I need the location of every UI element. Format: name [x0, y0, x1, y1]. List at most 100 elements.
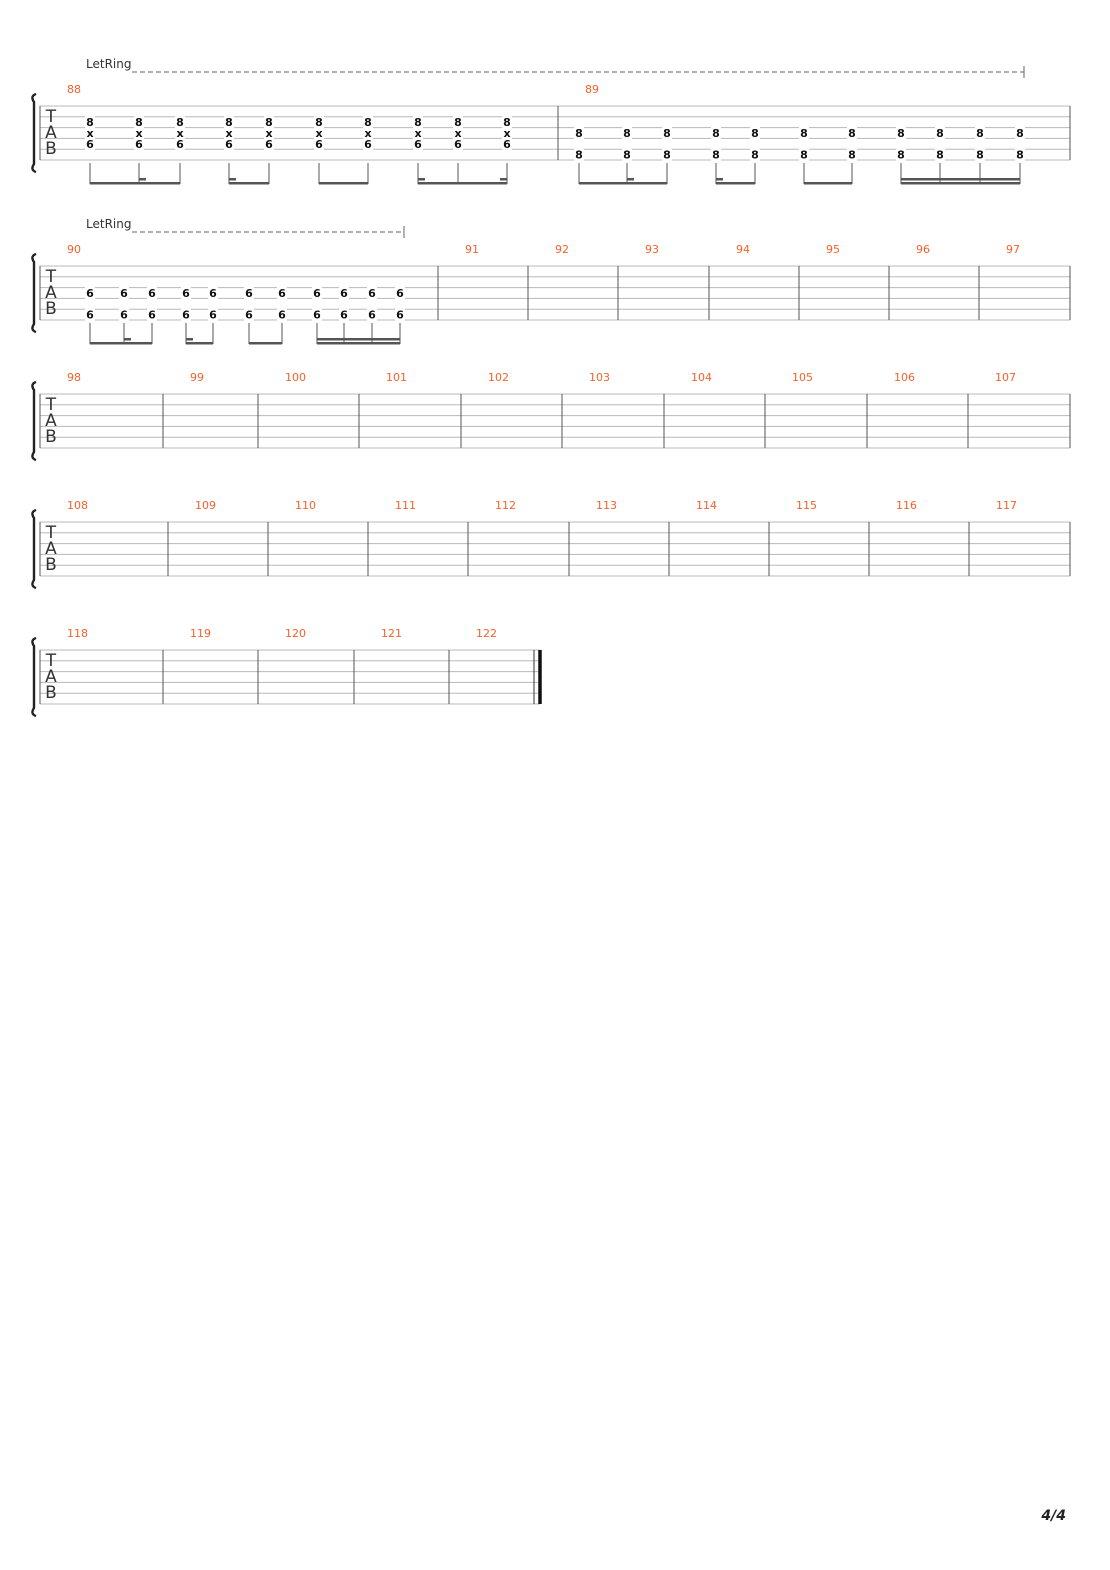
beam	[90, 342, 152, 345]
fret-number: 6	[340, 287, 348, 300]
note-mask	[85, 308, 95, 321]
measure-number: 115	[796, 499, 817, 512]
beam-stub	[716, 178, 723, 181]
note-mask	[134, 137, 144, 150]
measure-number: 121	[381, 627, 402, 640]
measure-number: 92	[555, 243, 569, 256]
fret-number: 6	[148, 287, 156, 300]
measure-number: 116	[896, 499, 917, 512]
fret-number: 8	[176, 116, 184, 129]
beam-stub	[500, 178, 507, 181]
tab-clef-letter: B	[45, 427, 57, 447]
beam	[716, 182, 755, 185]
note-mask	[85, 116, 95, 129]
note-mask	[312, 308, 322, 321]
note-mask	[314, 127, 324, 139]
fret-number: 6	[396, 309, 404, 322]
tab-clef-letter: A	[45, 667, 57, 687]
note-mask	[413, 137, 423, 150]
fret-number: 8	[575, 127, 583, 140]
tab-clef-letter: T	[45, 267, 57, 287]
measure-number: 88	[67, 83, 81, 96]
note-mask	[622, 148, 632, 161]
measure-number: 117	[996, 499, 1017, 512]
note-mask	[208, 308, 218, 321]
fret-number: 8	[936, 127, 944, 140]
beam	[317, 342, 400, 345]
fret-number: 6	[315, 138, 323, 151]
fret-number: 8	[364, 116, 372, 129]
fret-number: 8	[623, 127, 631, 140]
fret-number: 6	[120, 287, 128, 300]
fret-number: 8	[1016, 127, 1024, 140]
beam-stub	[186, 338, 193, 341]
page-number: 4/4	[1041, 1508, 1066, 1524]
note-mask	[367, 308, 377, 321]
note-mask	[395, 308, 405, 321]
measure-number: 113	[596, 499, 617, 512]
note-mask	[662, 127, 672, 139]
tab-clef-letter: B	[45, 139, 57, 159]
note-mask	[339, 308, 349, 321]
dead-note: x	[225, 127, 232, 140]
note-mask	[314, 116, 324, 129]
tab-clef-letter: B	[45, 555, 57, 575]
tab-clef-letter: A	[45, 411, 57, 431]
note-mask	[208, 287, 218, 299]
note-mask	[662, 148, 672, 161]
note-mask	[799, 127, 809, 139]
measure-number: 107	[995, 371, 1016, 384]
fret-number: 6	[209, 309, 217, 322]
note-mask	[502, 127, 512, 139]
measure-number: 91	[465, 243, 479, 256]
beam	[804, 182, 852, 185]
note-mask	[502, 116, 512, 129]
measure-number: 94	[736, 243, 750, 256]
tab-clef-letter: T	[45, 523, 57, 543]
fret-number: 6	[86, 309, 94, 322]
fret-number: 6	[148, 309, 156, 322]
measure-number: 120	[285, 627, 306, 640]
note-mask	[367, 287, 377, 299]
fret-number: 6	[368, 287, 376, 300]
fret-number: 8	[976, 149, 984, 162]
fret-number: 6	[368, 309, 376, 322]
measure-number: 114	[696, 499, 717, 512]
fret-number: 8	[936, 149, 944, 162]
note-mask	[147, 287, 157, 299]
fret-number: 6	[278, 309, 286, 322]
fret-number: 8	[712, 127, 720, 140]
fret-number: 6	[86, 138, 94, 151]
beam-secondary	[317, 338, 400, 341]
note-mask	[622, 127, 632, 139]
tab-score: LetRingTAB888x68x68x68x68x68x68x68x68x68…	[31, 57, 1071, 718]
note-mask	[312, 287, 322, 299]
fret-number: 8	[976, 127, 984, 140]
dead-note: x	[176, 127, 183, 140]
fret-number: 8	[897, 149, 905, 162]
note-mask	[175, 137, 185, 150]
fret-number: 8	[751, 149, 759, 162]
note-mask	[453, 127, 463, 139]
measure-number: 99	[190, 371, 204, 384]
beam	[901, 182, 1020, 185]
note-mask	[711, 127, 721, 139]
measure-number: 93	[645, 243, 659, 256]
dead-note: x	[135, 127, 142, 140]
note-mask	[264, 127, 274, 139]
dead-note: x	[86, 127, 93, 140]
note-mask	[224, 127, 234, 139]
note-mask	[339, 287, 349, 299]
let-ring-label: LetRing	[86, 57, 131, 71]
tab-clef-letter: T	[45, 107, 57, 127]
fret-number: 8	[800, 127, 808, 140]
system-bracket	[31, 252, 37, 334]
note-mask	[1015, 148, 1025, 161]
measure-number: 102	[488, 371, 509, 384]
note-mask	[224, 137, 234, 150]
fret-number: 8	[225, 116, 233, 129]
fret-number: 8	[848, 127, 856, 140]
fret-number: 6	[265, 138, 273, 151]
note-mask	[847, 127, 857, 139]
tab-clef-letter: A	[45, 539, 57, 559]
